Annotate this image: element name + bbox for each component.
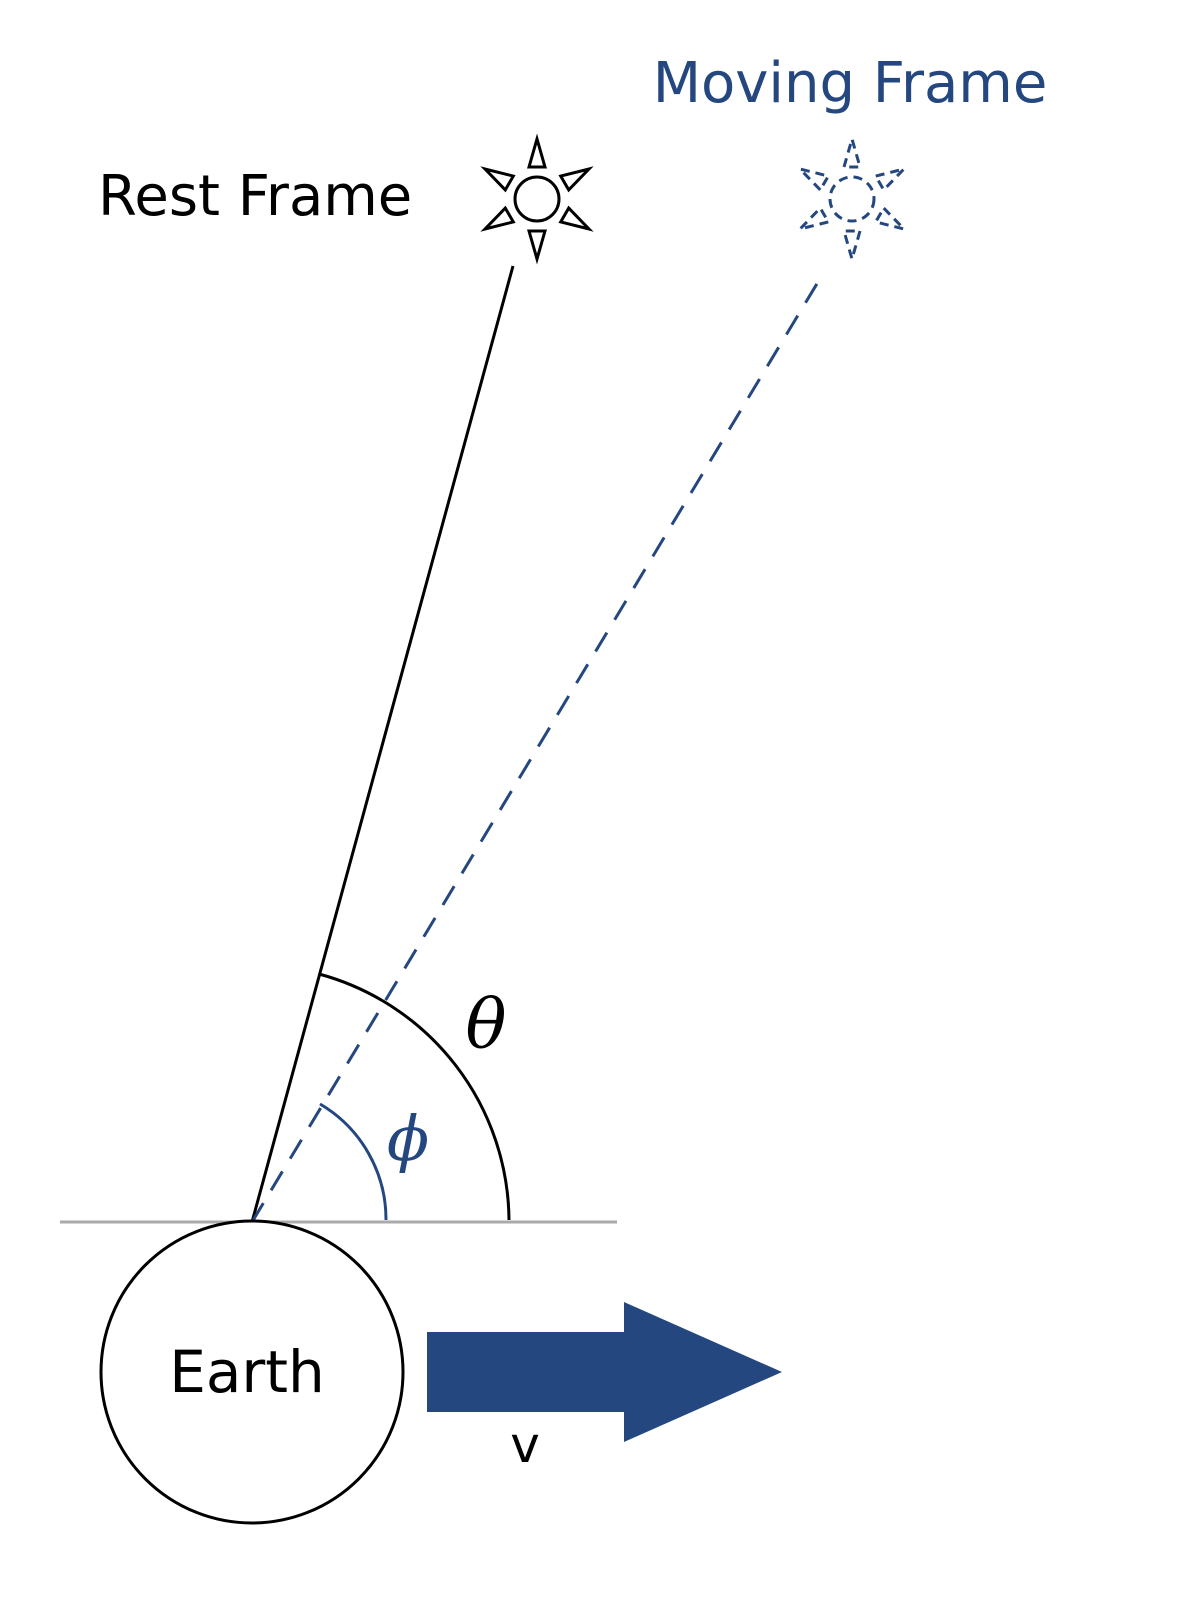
velocity-label: v [510,1416,540,1474]
earth-label: Earth [169,1338,325,1406]
rest-frame-label: Rest Frame [98,164,412,229]
moving-line-of-sight [250,281,820,1223]
theta-arc [318,972,511,1221]
earth-circle [99,1219,405,1525]
sun-icon [479,133,595,261]
sun-dashed-icon [794,133,910,261]
phi-arc [319,1102,388,1221]
phi-label: ϕ [387,1102,429,1175]
moving-frame-label: Moving Frame [653,51,1048,116]
rest-line-of-sight [250,265,515,1223]
theta-label: θ [466,986,507,1065]
velocity-arrow [427,1302,782,1442]
